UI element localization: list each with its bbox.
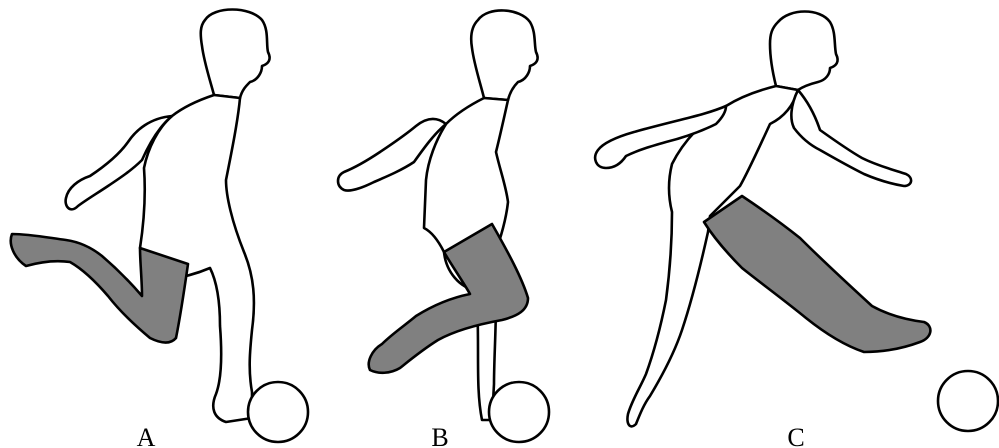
panel-c-ball (938, 371, 998, 431)
panel-b-ball (489, 382, 549, 442)
panel-b-head (471, 10, 537, 100)
panel-c-label: C (787, 423, 804, 448)
panel-a-head (201, 10, 270, 99)
panel-b: B (338, 10, 549, 448)
panel-a: A (11, 10, 308, 448)
panel-c: C (595, 12, 998, 448)
panel-b-label: B (431, 423, 448, 448)
panel-a-label: A (137, 423, 156, 448)
panel-a-ball (248, 382, 308, 442)
panel-c-kicking-leg (704, 196, 930, 352)
panel-c-head (770, 12, 838, 91)
panel-c-back-arm (791, 90, 911, 186)
